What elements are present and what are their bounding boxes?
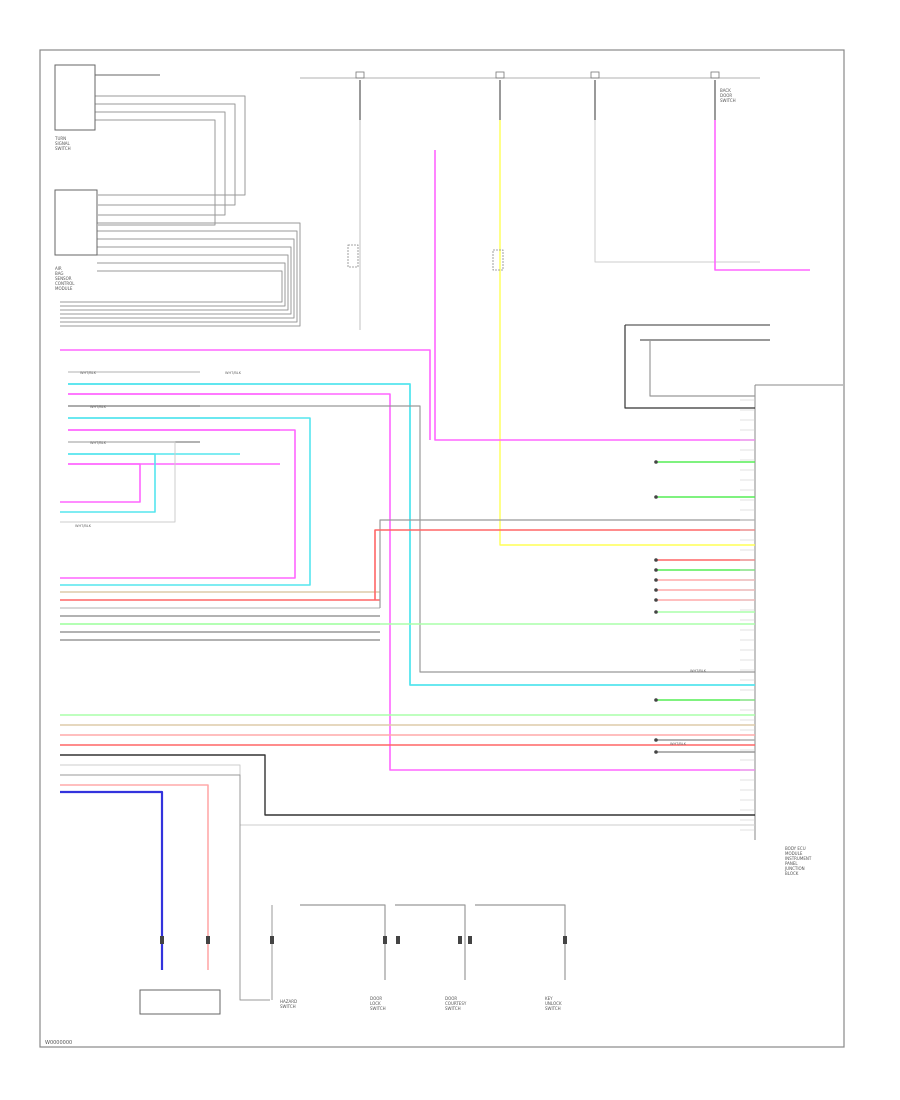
- cyan-long-wire: [68, 383, 755, 686]
- light-red-drop: [60, 784, 209, 970]
- diagram-frame: [39, 49, 845, 1048]
- module-wire: [60, 230, 298, 323]
- pink-long-wire: [68, 393, 755, 771]
- fuse-wire-3: [594, 120, 760, 263]
- airbag-module-box: [54, 189, 98, 256]
- module-wire: [60, 254, 289, 311]
- connector-bottom: [383, 936, 387, 944]
- wire-color-label: WHT/BLK: [225, 371, 242, 375]
- wire-color-label: WHT/BLK: [80, 371, 97, 375]
- turn-signal-switch-box: [54, 64, 96, 131]
- cyan-loop: [60, 417, 311, 586]
- ground-point: [654, 578, 658, 582]
- ground-point: [654, 460, 658, 464]
- wire-color-label: WHT/BLK: [90, 405, 107, 409]
- relay-1: [347, 244, 359, 268]
- pink-loop: [60, 429, 296, 579]
- switch-wire: [95, 111, 226, 216]
- wire-color-label: WHT/BLK: [90, 441, 107, 445]
- gray-long-wire: [68, 405, 755, 673]
- fuse-4: [710, 71, 720, 79]
- gray-return: [60, 764, 755, 826]
- connector-bottom: [563, 936, 567, 944]
- switch-wire: [95, 103, 236, 206]
- switch-wire: [95, 119, 216, 226]
- module-wire: [60, 262, 286, 307]
- pink-small-loop: [60, 463, 141, 503]
- red-riser: [374, 529, 755, 600]
- connector-blue: [160, 936, 164, 944]
- footer-code: W0000000: [45, 1040, 72, 1046]
- ground-drop-2: [649, 340, 755, 397]
- module-wire: [60, 238, 295, 319]
- pink-left-wire: [60, 349, 431, 440]
- ground-point: [654, 738, 658, 742]
- switch-wire: [95, 95, 246, 196]
- connector-bottom: [468, 936, 472, 944]
- yellow-wire: [499, 120, 755, 546]
- connector-hazard: [270, 936, 274, 944]
- module-wire: [60, 270, 283, 303]
- ground-point: [654, 750, 658, 754]
- fuse-1: [355, 71, 365, 79]
- wires-layer: [60, 74, 810, 1001]
- connector-red: [206, 936, 210, 944]
- wire-color-label: WHT/BLK: [690, 669, 707, 673]
- fuse-2: [495, 71, 505, 79]
- gray-loop: [60, 441, 176, 523]
- ground-point: [654, 698, 658, 702]
- lamp-component-box: [139, 989, 221, 1015]
- relay-2: [492, 249, 504, 271]
- pink-wire-main: [434, 150, 755, 441]
- connector-bottom: [396, 936, 400, 944]
- ground-point: [654, 568, 658, 572]
- module-wire: [60, 246, 292, 315]
- switch-3-wire: [475, 904, 566, 980]
- ground-point: [654, 610, 658, 614]
- hazard-feed: [60, 774, 270, 1001]
- components-layer: [54, 64, 720, 1015]
- switch-2-wire: [395, 904, 466, 980]
- black-return: [60, 754, 755, 816]
- mid-bus-riser-1: [379, 519, 755, 608]
- ground-point: [654, 598, 658, 602]
- ground-point: [654, 558, 658, 562]
- cyan-small-loop: [60, 453, 156, 513]
- ground-point: [654, 495, 658, 499]
- fuse-3: [590, 71, 600, 79]
- wire-color-label: WHT/BLK: [75, 524, 92, 528]
- blue-drop: [60, 790, 164, 970]
- ground-drop-1: [624, 325, 755, 409]
- module-wire: [60, 222, 301, 327]
- switch-1-wire: [300, 904, 386, 980]
- wire-color-label: WHT/BLK: [670, 742, 687, 746]
- pink-top-wire: [714, 120, 810, 271]
- connector-bottom: [458, 936, 462, 944]
- ground-point: [654, 588, 658, 592]
